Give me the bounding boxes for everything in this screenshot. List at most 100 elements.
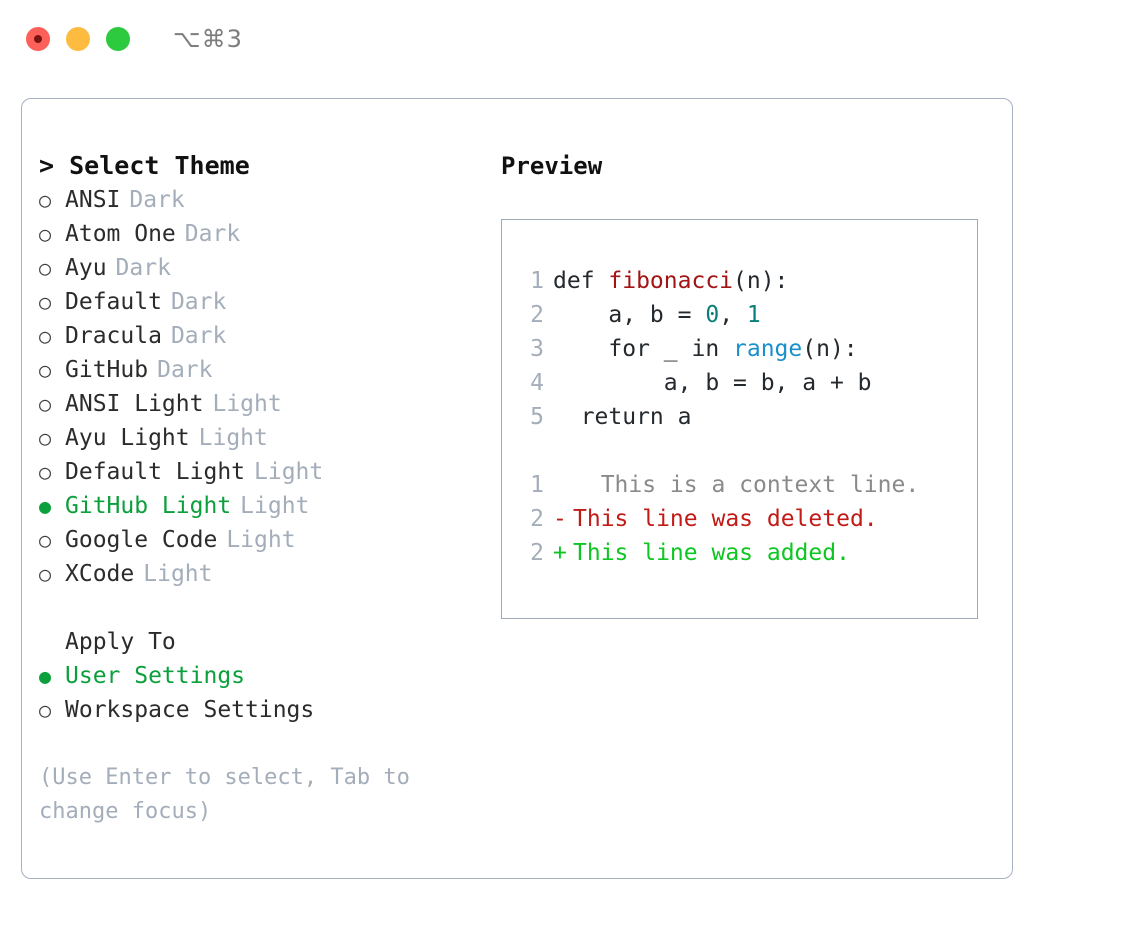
radio-unselected-icon: ○ — [39, 256, 52, 280]
radio-unselected-icon: ○ — [39, 426, 52, 450]
title-bar: ⌥⌘3 — [0, 0, 1140, 78]
theme-list-item[interactable]: ○ XCode Light — [39, 557, 489, 591]
radio-unselected-icon: ○ — [39, 290, 52, 314]
line-number: 5 — [530, 404, 544, 430]
apply-to-item[interactable]: ○ Workspace Settings — [39, 693, 489, 727]
diff-text: This line was deleted. — [573, 506, 878, 532]
theme-list-item[interactable]: ○ Dracula Dark — [39, 319, 489, 353]
theme-list-item[interactable]: ○ Google Code Light — [39, 523, 489, 557]
diff-marker: + — [553, 540, 567, 566]
theme-variant-badge: Dark — [129, 187, 185, 213]
diff-text: This is a context line. — [573, 472, 920, 498]
diff-marker — [553, 468, 573, 502]
apply-to-item[interactable]: ● User Settings — [39, 659, 489, 693]
radio-unselected-icon: ○ — [39, 222, 52, 246]
theme-list-item[interactable]: ○ ANSI Dark — [39, 183, 489, 217]
keyboard-hint: (Use Enter to select, Tab to change focu… — [39, 765, 424, 824]
code-token: a, b = — [553, 302, 706, 328]
code-line: 5 return a — [502, 400, 977, 434]
theme-name: Ayu — [65, 255, 107, 281]
code-token: return a — [553, 404, 692, 430]
diff-line: 2+This line was added. — [502, 536, 977, 570]
theme-variant-badge: Light — [254, 459, 324, 485]
spacer — [502, 434, 977, 468]
theme-name: GitHub — [65, 357, 149, 383]
code-line: 2 a, b = 0, 1 — [502, 298, 977, 332]
radio-selected-icon: ● — [39, 664, 52, 688]
line-number: 2 — [530, 506, 544, 532]
theme-variant-badge: Dark — [170, 323, 227, 349]
code-line: 4 a, b = b, a + b — [502, 366, 977, 400]
theme-name: Dracula — [65, 323, 162, 349]
line-number: 3 — [530, 336, 544, 362]
code-token: for _ in — [553, 336, 734, 362]
radio-unselected-icon: ○ — [39, 392, 52, 416]
theme-name: Default Light — [65, 459, 246, 485]
heading-text: Select Theme — [69, 151, 250, 180]
line-number: 4 — [530, 370, 544, 396]
keyboard-shortcut-label: ⌥⌘3 — [173, 25, 243, 53]
code-line: 3 for _ in range(n): — [502, 332, 977, 366]
theme-variant-badge: Dark — [170, 289, 227, 315]
code-token: (n): — [733, 268, 789, 294]
apply-to-heading: Apply To — [65, 629, 176, 655]
theme-name: Google Code — [65, 527, 218, 553]
theme-list-item[interactable]: ○ Default Dark — [39, 285, 489, 319]
code-token: fibonacci — [608, 268, 734, 294]
theme-variant-badge: Light — [143, 561, 213, 587]
radio-unselected-icon: ○ — [39, 528, 52, 552]
theme-name: ANSI — [65, 187, 121, 213]
theme-variant-badge: Light — [240, 493, 310, 519]
code-token: (n): — [802, 336, 858, 362]
theme-list-item[interactable]: ○ ANSI Light Light — [39, 387, 489, 421]
theme-name: GitHub Light — [65, 493, 232, 519]
theme-variant-badge: Dark — [157, 357, 213, 383]
theme-name: Ayu Light — [65, 425, 190, 451]
radio-unselected-icon: ○ — [39, 562, 52, 586]
code-token: 0 — [705, 302, 720, 328]
spacer — [39, 591, 489, 625]
line-number: 2 — [530, 302, 544, 328]
theme-variant-badge: Light — [212, 391, 282, 417]
radio-unselected-icon: ○ — [39, 324, 52, 348]
radio-unselected-icon: ○ — [39, 698, 52, 722]
radio-unselected-icon: ○ — [39, 188, 52, 212]
page-title: > Select Theme — [39, 149, 489, 183]
apply-to-label: User Settings — [65, 663, 246, 689]
diff-block: 1 This is a context line.2-This line was… — [502, 468, 977, 570]
code-token: a, b = b, a + b — [553, 370, 872, 396]
theme-variant-badge: Light — [226, 527, 296, 553]
theme-name: ANSI Light — [65, 391, 204, 417]
diff-marker: - — [553, 506, 567, 532]
maximize-button[interactable] — [106, 27, 130, 51]
theme-name: Default — [65, 289, 162, 315]
code-token: def — [553, 268, 609, 294]
apply-to-label: Workspace Settings — [65, 697, 315, 723]
theme-list-item[interactable]: ○ Default Light Light — [39, 455, 489, 489]
line-number: 2 — [530, 540, 544, 566]
preview-title: Preview — [501, 152, 603, 180]
minimize-button[interactable] — [66, 27, 90, 51]
radio-unselected-icon: ○ — [39, 358, 52, 382]
close-button[interactable] — [26, 27, 50, 51]
theme-variant-badge: Light — [198, 425, 268, 451]
code-token: , — [719, 302, 747, 328]
diff-line: 1 This is a context line. — [502, 468, 977, 502]
diff-line: 2-This line was deleted. — [502, 502, 977, 536]
theme-list-item[interactable]: ○ Ayu Light Light — [39, 421, 489, 455]
radio-unselected-icon: ○ — [39, 460, 52, 484]
theme-list-item[interactable]: ○ GitHub Dark — [39, 353, 489, 387]
theme-variant-badge: Dark — [184, 221, 241, 247]
theme-name: XCode — [65, 561, 135, 587]
line-number: 1 — [530, 472, 544, 498]
